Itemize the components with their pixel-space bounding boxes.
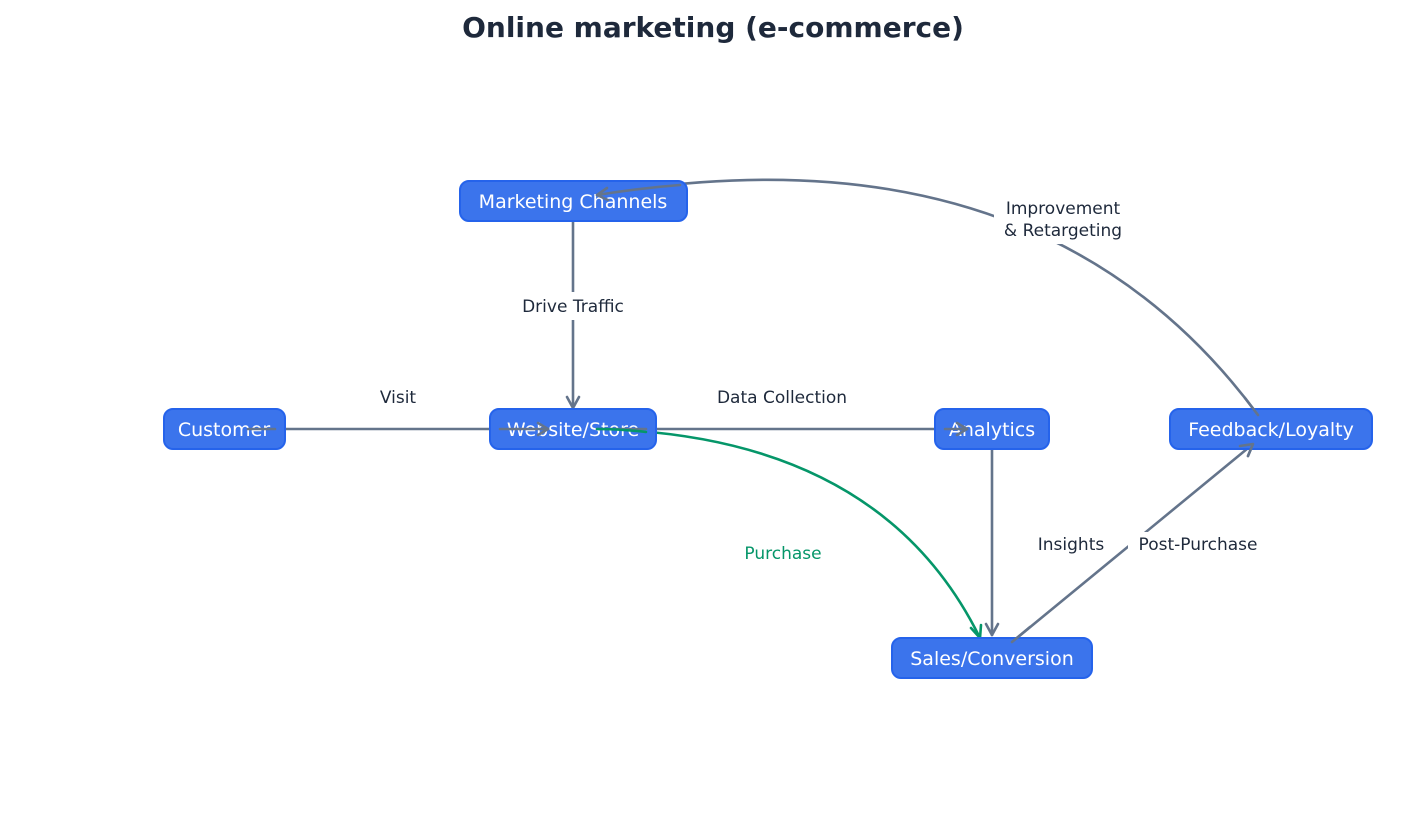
edge-post-purchase-overlay — [1010, 625, 1032, 644]
node-analytics-label: Analytics — [949, 419, 1035, 441]
diagram-title: Online marketing (e-commerce) — [462, 11, 964, 44]
edge-improvement-overlay — [595, 183, 682, 197]
edge-label-improvement: Improvement — [1006, 199, 1121, 219]
node-website-store-box — [489, 408, 657, 450]
arrowhead-visit-overlay — [536, 421, 550, 437]
edge-label-insights: Insights — [1038, 535, 1105, 555]
node-sales-conversion[interactable]: Sales/Conversion — [891, 637, 1093, 679]
arrowhead-insights — [984, 622, 1000, 637]
arrowhead-post-purchase-overlay — [1238, 442, 1255, 458]
edge-label-retargeting: & Retargeting — [1004, 221, 1122, 241]
edge-label-drive-traffic: Drive Traffic — [522, 297, 624, 317]
edge-improvement-tail-overlay — [1243, 396, 1260, 417]
edge-label-visit: Visit — [380, 388, 417, 408]
edge-label-post-purchase: Post-Purchase — [1139, 535, 1258, 555]
node-customer-label: Customer — [178, 419, 270, 441]
edge-purchase — [595, 427, 982, 640]
node-customer[interactable]: Customer — [163, 408, 286, 450]
edge-label-data-collection: Data Collection — [717, 388, 847, 408]
node-sales-conversion-box — [891, 637, 1093, 679]
node-analytics-box — [934, 408, 1050, 450]
post-purchase-label-bg — [1128, 532, 1268, 556]
node-customer-box — [163, 408, 286, 450]
node-marketing-channels-label: Marketing Channels — [479, 191, 668, 213]
improvement-label-bg — [994, 196, 1132, 244]
node-analytics[interactable]: Analytics — [934, 408, 1050, 450]
drive-traffic-label-bg — [513, 292, 633, 320]
node-feedback-loyalty-box — [1169, 408, 1373, 450]
edge-purchase-overlay — [595, 427, 648, 434]
edge-label-purchase: Purchase — [744, 544, 821, 564]
node-sales-conversion-label: Sales/Conversion — [910, 648, 1074, 670]
edge-improvement-retargeting — [595, 178, 1260, 417]
node-feedback-loyalty[interactable]: Feedback/Loyalty — [1169, 408, 1373, 450]
arrowhead-data-collection-overlay — [955, 421, 969, 437]
node-feedback-loyalty-label: Feedback/Loyalty — [1188, 419, 1354, 441]
arrowhead-improvement-overlay — [595, 186, 610, 202]
